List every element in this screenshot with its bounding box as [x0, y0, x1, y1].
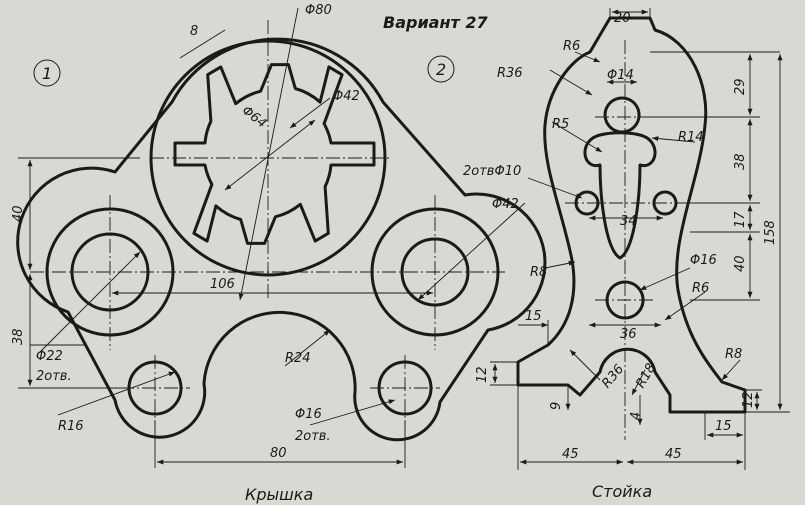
- dim-h4: 4: [629, 412, 644, 420]
- part-number-circle: [427, 55, 455, 83]
- dim-w15-left: 15: [525, 309, 542, 324]
- part-2-stand: 2: [427, 8, 790, 501]
- dim-holes10: 2отвΦ10: [463, 164, 521, 179]
- dim-w80: 80: [270, 446, 287, 461]
- dim-d16: Φ16: [690, 253, 717, 268]
- dim-w36: 36: [620, 327, 637, 342]
- dim-h158: 158: [763, 220, 778, 245]
- dim-r8-right: R8: [725, 347, 742, 362]
- dim-h12-left: 12: [475, 366, 490, 383]
- dim-d80: Φ80: [305, 3, 332, 18]
- part-number: 1: [42, 64, 52, 83]
- part-caption-stand: Стойка: [592, 482, 652, 501]
- dim-d14: Φ14: [607, 68, 634, 83]
- dim-w20: 20: [614, 11, 631, 26]
- dim-r16: R16: [58, 419, 84, 434]
- dim-h38: 38: [11, 328, 26, 345]
- dim-h12-right: 12: [741, 391, 756, 408]
- spline-hole: [173, 63, 376, 245]
- dim-d16-count: 2отв.: [295, 429, 331, 444]
- dim-w15-right: 15: [715, 419, 732, 434]
- dim-r24: R24: [285, 351, 311, 366]
- dim-r6-mid: R6: [692, 281, 709, 296]
- part-number-circle: [33, 59, 61, 87]
- dim-r6-top: R6: [563, 39, 580, 54]
- stand-section: [516, 16, 747, 414]
- dim-w106: 106: [210, 277, 235, 292]
- dim-r36-bottom: R36: [599, 362, 627, 391]
- dim-w8: 8: [190, 24, 198, 39]
- part-caption-cover: Крышка: [245, 485, 313, 504]
- dim-r36-top: R36: [497, 66, 523, 81]
- dim-d22-count: 2отв.: [36, 369, 72, 384]
- dim-h17: 17: [733, 211, 748, 228]
- dim-d22: Φ22: [36, 349, 63, 364]
- dim-w34: 34: [620, 214, 637, 229]
- dim-h40: 40: [11, 205, 26, 222]
- dim-w45-left: 45: [562, 447, 579, 462]
- dim-d42-boss: Φ42: [492, 197, 519, 212]
- part-number: 2: [436, 60, 446, 79]
- dim-d16: Φ16: [295, 407, 322, 422]
- dim-d64: Φ64: [239, 103, 269, 131]
- dim-r14: R14: [678, 130, 704, 145]
- dim-h38: 38: [733, 153, 748, 170]
- dim-w45-right: 45: [665, 447, 682, 462]
- dim-h40: 40: [733, 255, 748, 272]
- dim-r8-left: R8: [530, 265, 547, 280]
- dim-h9: 9: [549, 402, 564, 410]
- dim-r5: R5: [552, 117, 569, 132]
- part-1-cover: 1: [11, 3, 547, 504]
- dim-r18: R18: [633, 361, 659, 391]
- dim-d42-inner: Φ42: [333, 89, 360, 104]
- cover-outline: [16, 37, 547, 442]
- variant-title: Вариант 27: [383, 13, 488, 32]
- dim-h29: 29: [733, 78, 748, 95]
